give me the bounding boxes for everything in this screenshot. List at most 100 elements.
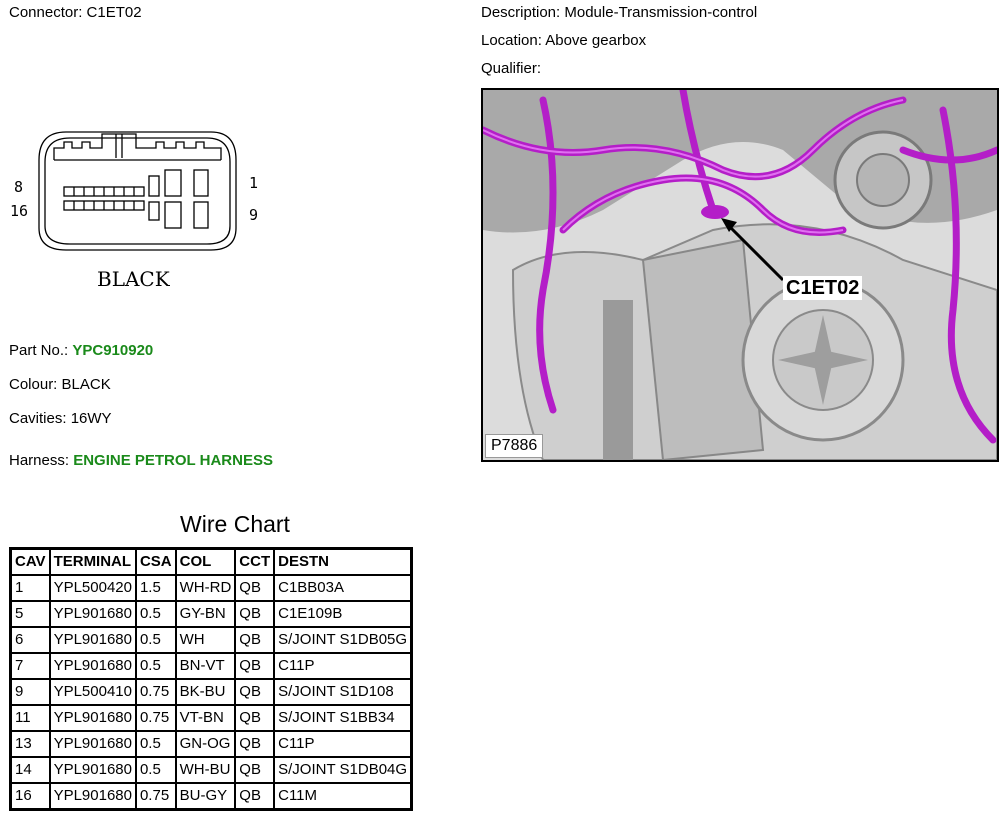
cell-destn: S/JOINT S1D108 — [273, 678, 413, 706]
cell-cav: 7 — [9, 652, 51, 680]
cell-terminal: YPL901680 — [48, 600, 137, 628]
pin-number-9: 9 — [249, 206, 258, 224]
cell-cav: 1 — [9, 574, 51, 602]
cell-cav: 13 — [9, 730, 51, 758]
cell-cav: 14 — [9, 756, 51, 784]
cell-cav: 11 — [9, 704, 51, 732]
cell-col: WH-RD — [174, 574, 237, 602]
header-terminal: TERMINAL — [48, 547, 137, 576]
colour-line: Colour: BLACK — [9, 376, 111, 394]
cell-destn: S/JOINT S1DB05G — [273, 626, 413, 654]
description-line: Description: Module-Transmission-control — [481, 4, 757, 22]
description-value: Module-Transmission-control — [564, 4, 758, 21]
location-value: Above gearbox — [545, 32, 647, 49]
wire-chart-title: Wire Chart — [180, 511, 290, 537]
cell-cav: 16 — [9, 782, 51, 811]
cell-destn: C1BB03A — [273, 574, 413, 602]
connector-value: C1ET02 — [86, 4, 142, 21]
header-csa: CSA — [134, 547, 177, 576]
gearbox-illustration — [483, 90, 997, 460]
pin-number-16: 16 — [10, 202, 28, 220]
cell-csa: 0.5 — [134, 730, 177, 758]
location-photo: C1ET02 P7886 — [481, 88, 999, 462]
cell-cct: QB — [234, 704, 276, 732]
part-no-label: Part No.: — [9, 342, 69, 359]
cell-cav: 6 — [9, 626, 51, 654]
cell-col: WH-BU — [174, 756, 237, 784]
pin-number-8: 8 — [14, 178, 23, 196]
cell-csa: 0.5 — [134, 626, 177, 654]
cell-cct: QB — [234, 626, 276, 654]
harness-line: Harness: ENGINE PETROL HARNESS — [9, 452, 273, 470]
location-line: Location: Above gearbox — [481, 32, 646, 50]
cell-col: BN-VT — [174, 652, 237, 680]
connector-face-diagram: 8 16 1 9 BLACK — [10, 131, 258, 291]
header-cct: CCT — [234, 547, 276, 576]
qualifier-line: Qualifier: — [481, 60, 541, 78]
cell-col: GN-OG — [174, 730, 237, 758]
header-destn: DESTN — [273, 547, 413, 576]
cell-csa: 0.75 — [134, 704, 177, 732]
harness-label: Harness: — [9, 452, 70, 469]
cell-destn: C11M — [273, 782, 413, 811]
cell-terminal: YPL901680 — [48, 626, 137, 654]
photo-reference: P7886 — [485, 434, 544, 458]
cell-cct: QB — [234, 652, 276, 680]
photo-callout-label: C1ET02 — [783, 276, 863, 300]
cell-cct: QB — [234, 756, 276, 784]
cell-terminal: YPL901680 — [48, 730, 137, 758]
cavities-line: Cavities: 16WY — [9, 410, 112, 428]
cell-cct: QB — [234, 678, 276, 706]
header-cav: CAV — [9, 547, 51, 576]
cell-destn: S/JOINT S1BB34 — [273, 704, 413, 732]
connector-line: Connector: C1ET02 — [9, 4, 142, 22]
cell-col: WH — [174, 626, 237, 654]
qualifier-label: Qualifier: — [481, 60, 542, 77]
cell-cct: QB — [234, 730, 276, 758]
cell-destn: C11P — [273, 652, 413, 680]
cell-destn: C1E109B — [273, 600, 413, 628]
cell-cav: 5 — [9, 600, 51, 628]
cell-cct: QB — [234, 574, 276, 602]
cavities-label: Cavities: — [9, 410, 67, 427]
pin-number-1: 1 — [249, 174, 258, 192]
cell-csa: 0.75 — [134, 782, 177, 811]
cell-destn: C11P — [273, 730, 413, 758]
part-no-link[interactable]: YPC910920 — [72, 342, 154, 359]
cell-col: VT-BN — [174, 704, 237, 732]
cell-cct: QB — [234, 600, 276, 628]
colour-value: BLACK — [61, 376, 111, 393]
cell-csa: 1.5 — [134, 574, 177, 602]
cell-cav: 9 — [9, 678, 51, 706]
location-label: Location: — [481, 32, 542, 49]
cell-terminal: YPL500410 — [48, 678, 137, 706]
colour-label: Colour: — [9, 376, 58, 393]
header-col: COL — [174, 547, 237, 576]
cell-terminal: YPL901680 — [48, 704, 137, 732]
cell-terminal: YPL901680 — [48, 652, 137, 680]
cell-col: BK-BU — [174, 678, 237, 706]
cell-destn: S/JOINT S1DB04G — [273, 756, 413, 784]
cell-col: GY-BN — [174, 600, 237, 628]
cell-terminal: YPL500420 — [48, 574, 137, 602]
cell-cct: QB — [234, 782, 276, 811]
cell-csa: 0.5 — [134, 600, 177, 628]
cell-col: BU-GY — [174, 782, 237, 811]
cell-terminal: YPL901680 — [48, 782, 137, 811]
part-no-line: Part No.: YPC910920 — [9, 342, 153, 360]
harness-link[interactable]: ENGINE PETROL HARNESS — [73, 452, 273, 469]
wire-chart-header-row: CAV TERMINAL CSA COL CCT DESTN — [9, 547, 413, 576]
cell-terminal: YPL901680 — [48, 756, 137, 784]
cavities-value: 16WY — [70, 410, 112, 427]
